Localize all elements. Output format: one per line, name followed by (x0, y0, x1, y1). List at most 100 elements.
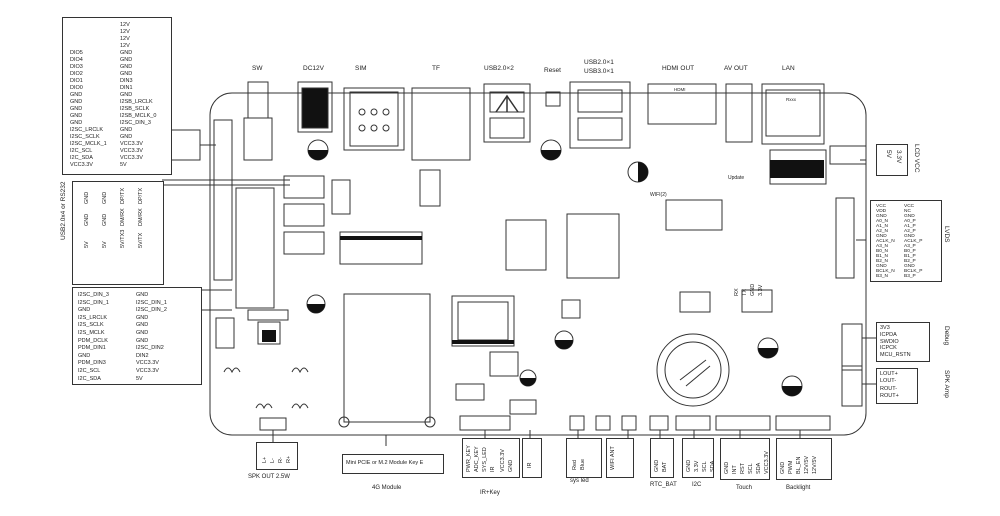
spk-pin: R- (278, 457, 284, 463)
sysled-pin-box (566, 438, 602, 478)
pcie-slot (343, 293, 431, 423)
i2c-pin-box (682, 438, 714, 478)
top-left-pin-left: VCC3.3V (70, 162, 93, 168)
lvds-pin-left: B3_N (876, 274, 888, 279)
debug-pin: ICPDA (880, 331, 897, 338)
debug-label: Debug (943, 326, 950, 346)
caption-sysled: sys led (570, 478, 589, 484)
top-left-pin-right: GND (120, 71, 133, 77)
i2c-pin: GND (686, 459, 692, 472)
low-left-pin-right: VCC3.3V (136, 360, 159, 367)
low-left-pin-right: I2SC_DIN2 (136, 345, 164, 352)
label-hdmi: HDMI OUT (662, 65, 695, 72)
lvds-pin-right: GND (904, 214, 915, 219)
spk-pin: R+ (286, 455, 292, 463)
touch-pin-box (720, 438, 770, 480)
mid-left-pin: 5V/TX3 (120, 229, 126, 248)
label-sw: SW (252, 65, 263, 72)
top-left-pin-box (62, 17, 172, 175)
debug-box (876, 322, 930, 362)
mid-left-pin: GND (84, 191, 90, 204)
top-left-pin-right: VCC3.3V (120, 141, 143, 147)
lcd-vcc-box (876, 144, 908, 176)
lvds-pin-right: B3_P (904, 274, 916, 279)
backlight-pin-box (776, 438, 832, 480)
low-left-pin-left: GND (78, 352, 91, 359)
mid-left-pin: DM/RX (120, 208, 126, 226)
spk-amp-pin: ROUT- (880, 385, 898, 392)
top-left-pin-left: DIO5 (70, 50, 83, 56)
mid-left-pin: 5V/TX (138, 232, 144, 248)
debug-pin: SWDIO (880, 338, 899, 345)
label-tf: TF (432, 65, 440, 72)
top-left-pin-left: GND (70, 99, 83, 105)
lvds-pin-right: A0_P (904, 219, 916, 224)
top-left-pin-right: VCC3.3V (120, 155, 143, 161)
lvds-pin-left: B1_N (876, 254, 888, 259)
lvds-pin-right: GND (904, 234, 915, 239)
rtc-pin: BAT (662, 461, 668, 472)
lvds-pin-right: B0_P (904, 249, 916, 254)
irkey2-pin: GND (508, 459, 514, 472)
lcd-vcc-5v: 5V (885, 150, 892, 158)
module-box-text: Mini PCIE or M.2 Module Key E (346, 460, 424, 466)
spk-pin: L+ (262, 456, 268, 463)
mid-left-pin: DP/TX (138, 187, 144, 204)
top-left-pin-left: I2C_SDA (70, 155, 93, 161)
mark-update: Update (728, 175, 745, 181)
ir-pin: IR (527, 462, 533, 469)
lvds-pin-right: B2_P (904, 259, 916, 264)
top-left-pin-right: I2SB_SCLK (120, 106, 150, 112)
top-left-pin-right: GND (120, 92, 133, 98)
spk-pin-box (256, 442, 298, 470)
top-left-pin-left: DIO0 (70, 85, 83, 91)
vertical-mid-label: RX (734, 288, 740, 296)
ir-pin-box (522, 438, 542, 478)
rtc-pin: GND (654, 459, 660, 472)
backlight-pin: GND (780, 461, 786, 474)
caption-spk: SPK OUT 2.5W (248, 474, 290, 480)
lvds-pin-right: NC (904, 209, 911, 214)
label-lan: LAN (782, 65, 795, 72)
spk-amp-label: SPK Amp (943, 370, 950, 398)
low-left-pin-left: PDM_DIN1 (78, 345, 106, 352)
caption-rtc: RTC_BAT (650, 482, 677, 488)
lvds-pin-left: A0_N (876, 219, 888, 224)
touch-pin: SDA (756, 462, 762, 474)
top-left-pin-right: GND (120, 50, 133, 56)
low-left-pin-right: I2SC_DIN_2 (136, 307, 167, 314)
lvds-pin-left: BCLK_N (876, 269, 895, 274)
mark-lan: Rxxx (786, 97, 796, 102)
lvds-pin-left: A1_N (876, 224, 888, 229)
lvds-pin-left: A2_N (876, 229, 888, 234)
lvds-pin-right: BCLK_P (904, 269, 923, 274)
irkey-pin: PWR_KEY (466, 445, 472, 472)
lvds-pin-right: VCC (904, 204, 915, 209)
board-outline (209, 92, 867, 436)
mid-left-pin: GND (84, 213, 90, 226)
top-left-pin-right: 12V (120, 43, 130, 49)
top-left-pin-right: I2SB_LRCLK (120, 99, 153, 105)
top-left-pin-left: GND (70, 120, 83, 126)
lvds-pin-left: VCC (876, 204, 887, 209)
lvds-pin-left: ACLK_N (876, 239, 895, 244)
top-left-pin-left: GND (70, 106, 83, 112)
touch-pin: INT (732, 465, 738, 474)
lvds-pin-right: GND (904, 264, 915, 269)
top-left-pin-right: DIN3 (120, 78, 133, 84)
sysled-pin: Blue (580, 458, 586, 470)
irkey2-pin: VCC3.3V (500, 449, 506, 472)
top-left-pin-right: I2SC_DIN_3 (120, 120, 151, 126)
caption-backlight: Backlight (786, 485, 811, 491)
lvds-pin-left: VDD (876, 209, 887, 214)
lvds-pin-right: A3_P (904, 244, 916, 249)
backlight-pin: BL_EN (796, 456, 802, 474)
top-left-pin-left: I2SC_SCLK (70, 134, 100, 140)
sysled-pin: Red (572, 459, 578, 470)
top-left-pin-right: VCC3.3V (120, 148, 143, 154)
top-left-pin-right: GND (120, 134, 133, 140)
i2c-pin: SCL (702, 461, 708, 472)
mark-wifi: WIFI(2) (650, 192, 667, 198)
low-left-pin-left: I2C_SDA (78, 375, 101, 382)
wifi-pin-box (606, 438, 634, 478)
